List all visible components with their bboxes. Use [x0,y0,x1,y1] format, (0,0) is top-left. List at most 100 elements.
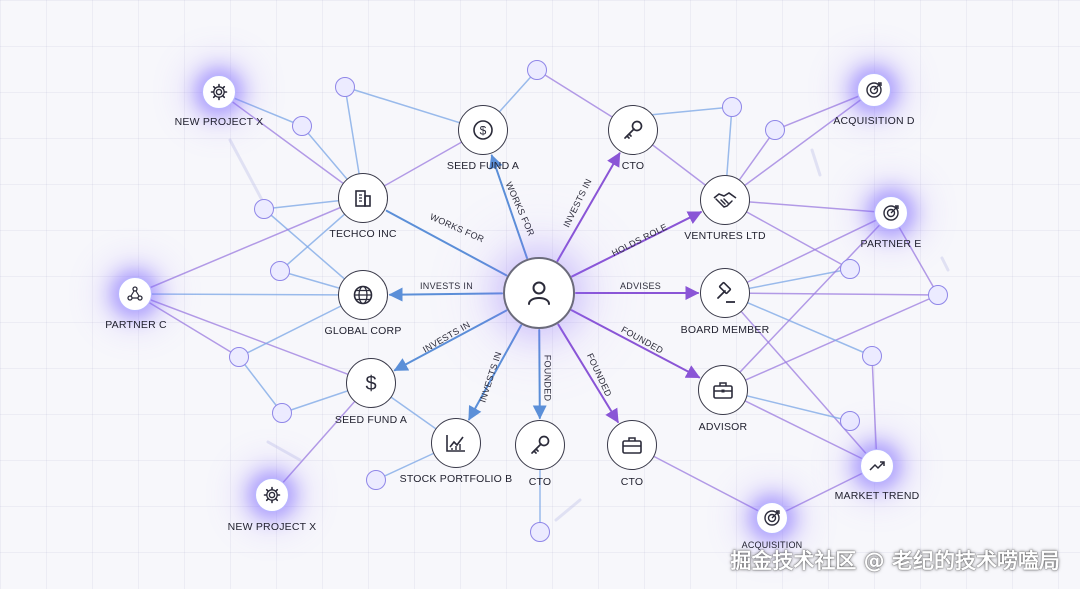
node-acquisition-d[interactable] [857,73,891,107]
handshake-icon [712,190,738,210]
small-node[interactable] [722,97,742,117]
small-node[interactable] [272,403,292,423]
node-advisor[interactable] [698,365,748,415]
node-techco[interactable] [338,173,388,223]
gear-icon [210,83,228,101]
node-market-trend[interactable] [860,449,894,483]
node-cto-bottom[interactable] [515,420,565,470]
node-cto-top[interactable] [608,105,658,155]
decorative-streak [266,440,302,462]
node-cto-bottom-right[interactable] [607,420,657,470]
small-node[interactable] [530,522,550,542]
small-node[interactable] [928,285,948,305]
gear-icon [263,486,281,504]
target-icon [865,81,883,99]
mesh-edge [724,199,892,214]
small-node[interactable] [840,411,860,431]
small-node[interactable] [862,346,882,366]
small-node[interactable] [527,60,547,80]
mesh-edge [722,389,878,467]
decorative-streak [554,498,582,522]
decorative-streak [228,138,264,202]
mesh-edge [724,212,892,294]
edge-label-advises: ADVISES [620,281,662,291]
watermark-text: 掘金技术社区 @ 老纪的技术唠嗑局 [730,549,1060,573]
relation-edge [571,211,703,278]
chart-up-icon [444,432,468,454]
gavel-icon [713,281,737,305]
key-icon [528,433,552,457]
node-global-corp[interactable] [338,270,388,320]
relation-edge [388,287,504,302]
node-acquisition-bottom[interactable] [756,502,788,534]
mesh-edge [134,293,372,384]
target-icon [763,509,781,527]
label-advisor: ADVISOR [698,421,748,433]
mesh-edge [134,293,364,296]
label-cto-bottom-right: CTO [620,476,644,488]
small-node[interactable] [840,259,860,279]
mesh-edge [724,292,878,467]
label-stock-portfolio-b: STOCK PORTFOLIO B [399,473,513,485]
small-node[interactable] [292,116,312,136]
briefcase-icon [620,434,644,456]
key-icon [621,118,645,142]
label-techco: TECHCO INC [329,228,397,240]
mesh-edge [724,292,939,296]
relation-edge [556,152,621,262]
user-icon [524,278,554,308]
small-node[interactable] [765,120,785,140]
label-board-member: BOARD MEMBER [680,324,770,336]
small-node[interactable] [366,470,386,490]
trend-icon [868,457,886,475]
mesh-edge [238,356,283,414]
relation-edge [393,309,508,372]
node-partner-c[interactable] [118,277,152,311]
mesh-edge [724,292,873,357]
node-ventures[interactable] [700,175,750,225]
small-node[interactable] [229,347,249,367]
relation-edge [557,323,619,424]
relation-edge [385,209,508,277]
node-new-project-x-bottom[interactable] [255,478,289,512]
label-cto-top: CTO [621,160,645,172]
mesh-edge [871,355,878,467]
small-node[interactable] [335,77,355,97]
label-acquisition-d: ACQUISITION D [833,115,915,127]
label-new-project-x-bottom: NEW PROJECT X [227,521,317,533]
label-global-corp: GLOBAL CORP [324,325,402,337]
briefcase-icon [711,379,735,401]
label-market-trend: MARKET TREND [834,490,920,502]
dollar-icon: $ [360,372,382,394]
label-partner-c: PARTNER C [105,319,167,331]
label-cto-bottom: CTO [528,476,552,488]
globe-icon [352,284,374,306]
small-node[interactable] [270,261,290,281]
dollar-coin-icon: $ [472,119,494,141]
mesh-edge [722,294,939,391]
label-partner-e: PARTNER E [860,238,922,250]
label-ventures: VENTURES LTD [684,230,766,242]
node-stock-portfolio-b[interactable] [431,418,481,468]
target-icon [882,204,900,222]
label-acquisition-bottom: ACQUISITION [741,540,803,550]
relation-edge [468,324,523,421]
mesh-edge [722,212,892,391]
edge-label-invests-in-left: INVESTS IN [420,281,474,291]
node-seed-fund-a-left[interactable]: $ [346,358,396,408]
label-new-project-x-top: NEW PROJECT X [174,116,264,128]
small-node[interactable] [254,199,274,219]
relation-edge [489,154,528,260]
relation-edge [570,309,701,379]
node-new-project-x-top[interactable] [202,75,236,109]
center-person-node[interactable] [503,257,575,329]
decorative-streak [940,256,950,272]
mesh-edge [218,91,364,199]
node-partner-e[interactable] [874,196,908,230]
relation-edge [532,328,547,420]
node-seed-fund-a-top[interactable]: $ [458,105,508,155]
mesh-edge [771,465,878,519]
node-board-member[interactable] [700,268,750,318]
mesh-edge [134,197,364,295]
